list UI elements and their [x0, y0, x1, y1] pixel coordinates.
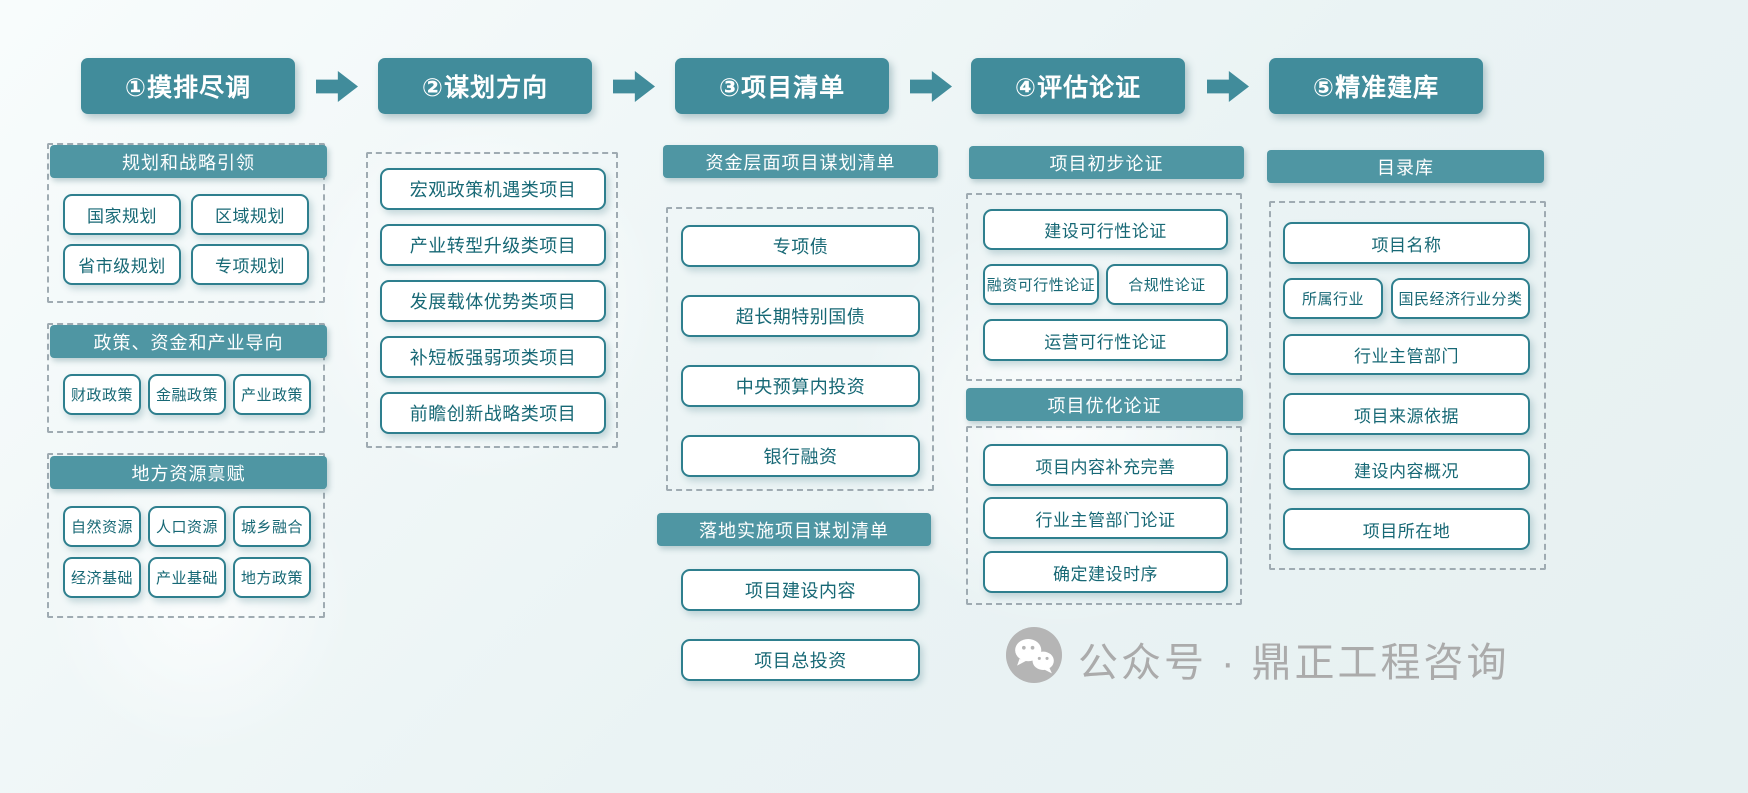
item-local-policy: 地方政策: [233, 557, 311, 598]
item-central-budget: 中央预算内投资: [681, 365, 920, 407]
step-1-survey: ①摸排尽调: [81, 58, 295, 114]
survey-group-resources: [47, 453, 325, 618]
step-1-label: ①摸排尽调: [124, 74, 252, 102]
arrow-right-icon: [613, 71, 655, 102]
implementation-list-header: 落地实施项目谋划清单: [657, 513, 931, 546]
step-5-database: ⑤精准建库: [1269, 58, 1483, 114]
item-special-bond: 专项债: [681, 225, 920, 267]
item-project-location: 项目所在地: [1283, 508, 1530, 550]
item-macro-policy-projects: 宏观政策机遇类项目: [380, 168, 606, 210]
item-economic-base: 经济基础: [63, 557, 141, 598]
item-bank-financing: 银行融资: [681, 435, 920, 477]
preliminary-evaluation-group: [966, 193, 1242, 381]
direction-group: [366, 152, 618, 448]
item-industry-base: 产业基础: [148, 557, 226, 598]
step-4-evaluation: ④评估论证: [971, 58, 1185, 114]
step-2-label: ②谋划方向: [421, 74, 549, 102]
item-operation-feasibility: 运营可行性论证: [983, 319, 1228, 361]
survey-group-resources-header: 地方资源禀赋: [50, 456, 327, 489]
item-innovation-projects: 前瞻创新战略类项目: [380, 392, 606, 434]
survey-group-planning: [47, 143, 325, 303]
item-construction-feasibility: 建设可行性论证: [983, 209, 1228, 250]
item-content-overview: 建设内容概况: [1283, 449, 1530, 490]
item-finance-policy: 金融政策: [148, 374, 226, 415]
arrow-right-icon: [910, 71, 952, 102]
item-project-name: 项目名称: [1283, 222, 1530, 264]
survey-group-policy-header: 政策、资金和产业导向: [50, 325, 327, 358]
catalog-database-header: 目录库: [1267, 150, 1544, 183]
item-construction-sequence: 确定建设时序: [983, 551, 1228, 593]
item-compliance-review: 合规性论证: [1106, 264, 1228, 305]
item-special-plan: 专项规划: [191, 244, 309, 285]
funding-list-header: 资金层面项目谋划清单: [663, 145, 938, 178]
item-population: 人口资源: [148, 506, 226, 547]
preliminary-evaluation-header: 项目初步论证: [969, 146, 1244, 179]
optimization-evaluation-group: [966, 426, 1242, 605]
item-economic-classification: 国民经济行业分类: [1391, 278, 1530, 319]
arrow-right-icon: [316, 71, 358, 102]
item-national-plan: 国家规划: [63, 194, 181, 235]
survey-group-planning-header: 规划和战略引领: [50, 145, 327, 178]
funding-list-group: [666, 207, 934, 491]
item-treasury-bond: 超长期特别国债: [681, 295, 920, 337]
item-industry-sector: 所属行业: [1283, 278, 1383, 319]
optimization-evaluation-header: 项目优化论证: [966, 388, 1243, 421]
survey-group-policy: [47, 323, 325, 433]
item-content-completion: 项目内容补充完善: [983, 444, 1228, 486]
step-3-projectlist: ③项目清单: [675, 58, 889, 114]
step-5-label: ⑤精准建库: [1312, 74, 1440, 102]
item-carrier-advantage-projects: 发展载体优势类项目: [380, 280, 606, 322]
step-3-label: ③项目清单: [718, 74, 846, 102]
catalog-database-group: [1269, 201, 1546, 570]
item-natural-resources: 自然资源: [63, 506, 141, 547]
item-urban-rural: 城乡融合: [233, 506, 311, 547]
item-competent-authority: 行业主管部门: [1283, 334, 1530, 375]
item-construction-content: 项目建设内容: [681, 569, 920, 611]
step-2-direction: ②谋划方向: [378, 58, 592, 114]
item-authority-review: 行业主管部门论证: [983, 497, 1228, 539]
item-industry-policy: 产业政策: [233, 374, 311, 415]
item-industry-upgrade-projects: 产业转型升级类项目: [380, 224, 606, 266]
step-4-label: ④评估论证: [1014, 74, 1142, 102]
watermark-text: 公众号 · 鼎正工程咨询: [1078, 641, 1510, 685]
item-province-plan: 省市级规划: [63, 244, 181, 285]
item-total-investment: 项目总投资: [681, 639, 920, 681]
item-project-source: 项目来源依据: [1283, 393, 1530, 435]
item-fiscal-policy: 财政政策: [63, 374, 141, 415]
item-regional-plan: 区域规划: [191, 194, 309, 235]
wechat-icon: [1005, 626, 1063, 684]
arrow-right-icon: [1207, 71, 1249, 102]
item-shortboard-projects: 补短板强弱项类项目: [380, 336, 606, 378]
item-financing-feasibility: 融资可行性论证: [983, 264, 1099, 305]
